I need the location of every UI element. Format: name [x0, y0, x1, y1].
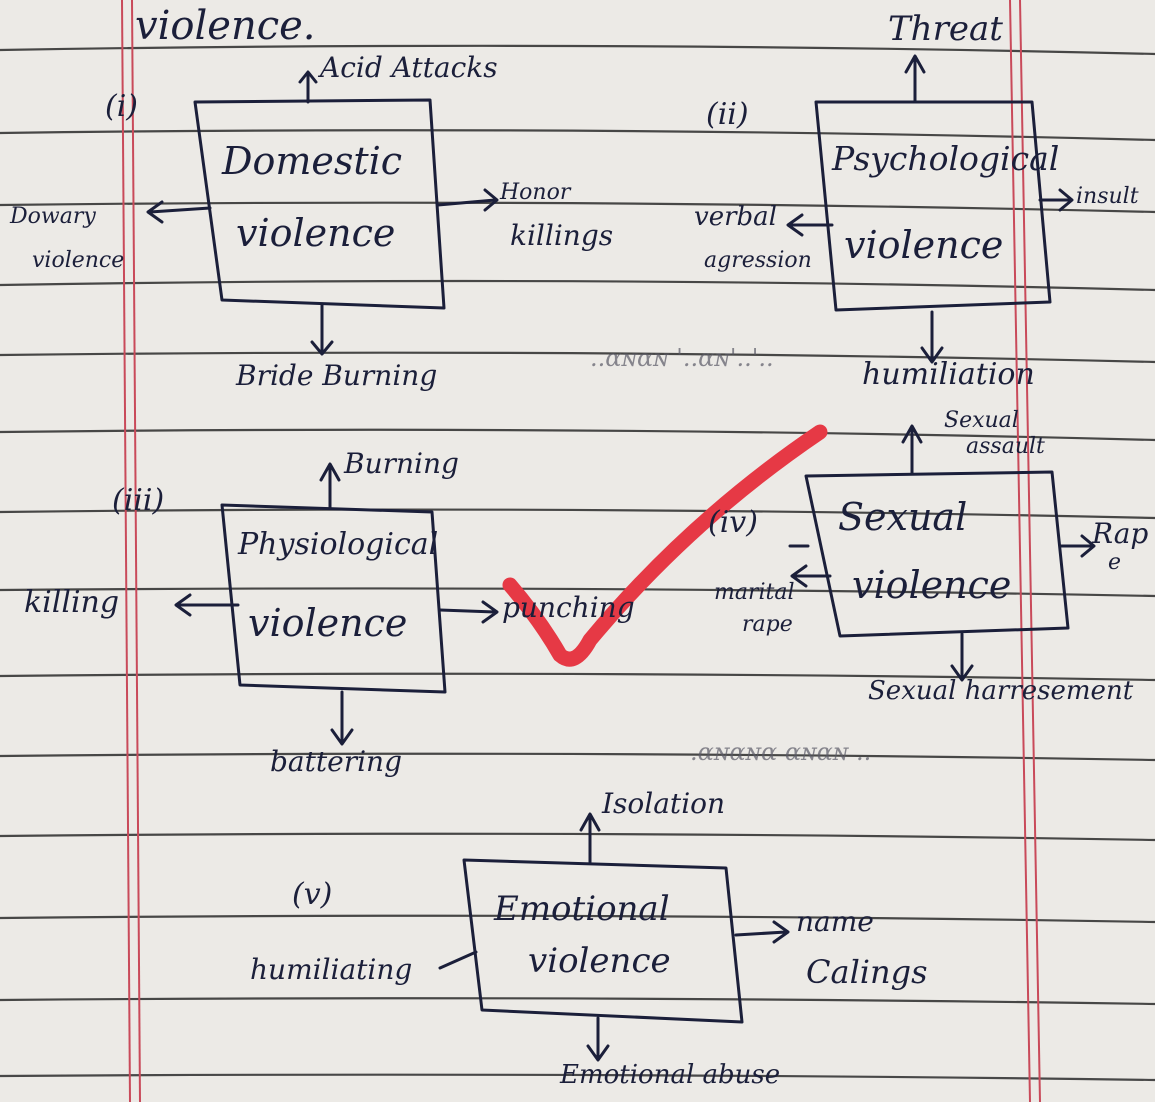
branch-left-line2: agression	[704, 248, 812, 273]
branch-up: Threat	[888, 9, 1003, 49]
arrow-phys-left	[174, 593, 240, 617]
arrow-phys-right	[438, 600, 499, 624]
smudged-text: .ɑɴɑɴɑ ɑɴɑɴ ..	[690, 738, 872, 766]
page-heading: violence.	[135, 3, 316, 49]
branch-down: battering	[270, 745, 402, 778]
arrow-phys-down	[330, 690, 354, 746]
group-number: (iii)	[112, 483, 165, 518]
box-sexual	[804, 470, 1070, 638]
arrow-sex-left	[790, 564, 832, 588]
arrow-emo-right	[734, 920, 790, 944]
box-label-line2: violence	[248, 601, 408, 645]
box-label-line2: violence	[844, 223, 1004, 267]
smudged-text: ..ɑɴɑɴ '..ɑɴ'..'..	[590, 344, 774, 372]
branch-down: Sexual harresement	[868, 676, 1134, 706]
branch-right: insult	[1076, 184, 1139, 209]
branch-left-line2: violence	[32, 248, 125, 273]
box-label-line1: Emotional	[494, 889, 670, 929]
branch-left-line1: Dowary	[10, 204, 96, 229]
group-number: (v)	[292, 877, 333, 912]
box-label-line1: Sexual	[838, 495, 968, 539]
group-number: (ii)	[706, 97, 749, 132]
ruled-lines	[0, 44, 1155, 1082]
box-physiological	[220, 503, 447, 694]
group-number: (iv)	[708, 505, 758, 540]
arrow-emo-left	[438, 950, 478, 970]
arrow-psych-right	[1038, 188, 1074, 212]
branch-down: Bride Burning	[236, 359, 438, 392]
arrow-phys-up	[319, 462, 341, 510]
arrow-psych-down	[920, 310, 944, 364]
branch-left: humiliating	[250, 953, 413, 986]
arrow-domestic-right	[436, 188, 499, 212]
arrow-sex-right	[1058, 534, 1096, 558]
box-label-line2: violence	[528, 941, 671, 981]
red-check-mark-icon	[502, 424, 828, 667]
branch-left-line1: verbal	[694, 202, 777, 232]
box-emotional	[462, 858, 744, 1024]
box-domestic	[193, 98, 446, 310]
branch-down: Emotional abuse	[560, 1060, 781, 1090]
box-psychological	[814, 100, 1052, 312]
branch-up-line2: assault	[966, 434, 1045, 459]
box-label-line2: violence	[236, 211, 396, 255]
branch-right-line1: name	[796, 905, 874, 938]
branch-left-line1: marital	[714, 580, 795, 605]
arrow-emo-up	[579, 812, 601, 864]
arrow-sex-up	[901, 424, 923, 476]
branch-up: Isolation	[602, 787, 726, 820]
branch-left: killing	[24, 585, 120, 620]
box-label-line2: violence	[852, 563, 1012, 607]
branch-up-line1: Sexual	[944, 408, 1019, 433]
branch-up: Acid Attacks	[320, 51, 498, 84]
arrow-emo-down	[586, 1016, 610, 1062]
arrow-psych-up	[904, 54, 926, 104]
arrow-psych-left	[786, 213, 834, 237]
box-label-line1: Domestic	[222, 139, 403, 183]
branch-right-line2: Calings	[806, 953, 928, 991]
arrow-sex-down	[950, 632, 974, 682]
box-label-line1: Psychological	[832, 139, 1060, 178]
arrow-domestic-down	[310, 302, 334, 356]
branch-right-line1: Rap	[1092, 517, 1149, 550]
branch-right-line2: e	[1108, 550, 1122, 575]
group-number: (i)	[105, 89, 139, 124]
branch-right: punching	[502, 591, 635, 624]
arrow-domestic-up	[298, 70, 318, 104]
branch-right-line2: killings	[510, 219, 614, 252]
branch-right-line1: Honor	[500, 180, 571, 205]
branch-left-line2: rape	[742, 612, 793, 637]
box-label-line1: Physiological	[238, 527, 439, 562]
branch-down: humiliation	[862, 357, 1035, 392]
branch-up: Burning	[344, 447, 459, 480]
margin-lines	[121, 0, 1041, 1102]
arrow-domestic-left	[146, 200, 212, 224]
